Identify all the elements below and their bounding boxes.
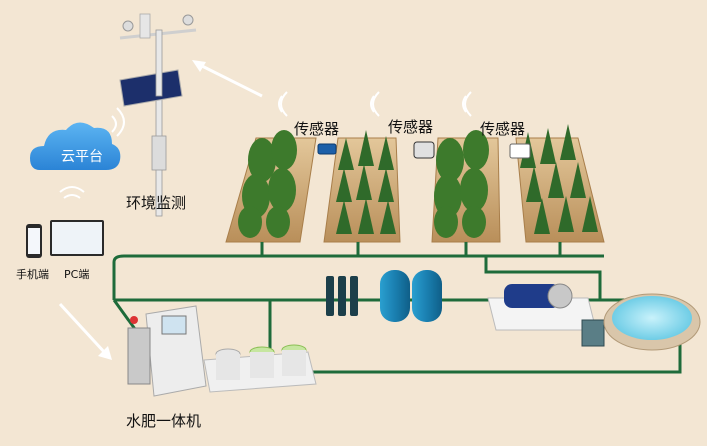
- fertigation-machine-label: 水肥一体机: [126, 412, 202, 430]
- arrow-icon: [58, 302, 112, 360]
- wifi-icon: [59, 91, 472, 199]
- sensor-device-3: [509, 143, 531, 159]
- fertigation-machine-unit: [127, 305, 207, 397]
- sensor-label-1: 传感器: [294, 120, 340, 138]
- sand-filter-tanks: [380, 270, 442, 322]
- crop-plants: [238, 124, 598, 238]
- mobile-terminal-label: 手机端: [16, 268, 49, 281]
- cloud-icon: [30, 122, 121, 170]
- sensor-device-2: [413, 141, 435, 159]
- mobile-device: [26, 224, 42, 258]
- water-pump: [487, 283, 597, 331]
- sensor-device-1: [317, 143, 337, 155]
- filter-unit: [326, 276, 358, 316]
- sensor-label-3: 传感器: [480, 120, 526, 138]
- water-pool: [603, 293, 701, 351]
- environment-monitoring-label: 环境监测: [126, 194, 187, 212]
- control-box: [581, 319, 605, 347]
- pc-monitor: [50, 220, 104, 256]
- arrow-icon: [192, 60, 263, 98]
- fertilizer-buckets: [203, 344, 317, 393]
- pc-terminal-label: PC端: [64, 268, 90, 281]
- weather-station: [119, 13, 197, 217]
- sensor-label-2: 传感器: [388, 118, 434, 136]
- cloud-platform-label: 云平台: [61, 149, 103, 165]
